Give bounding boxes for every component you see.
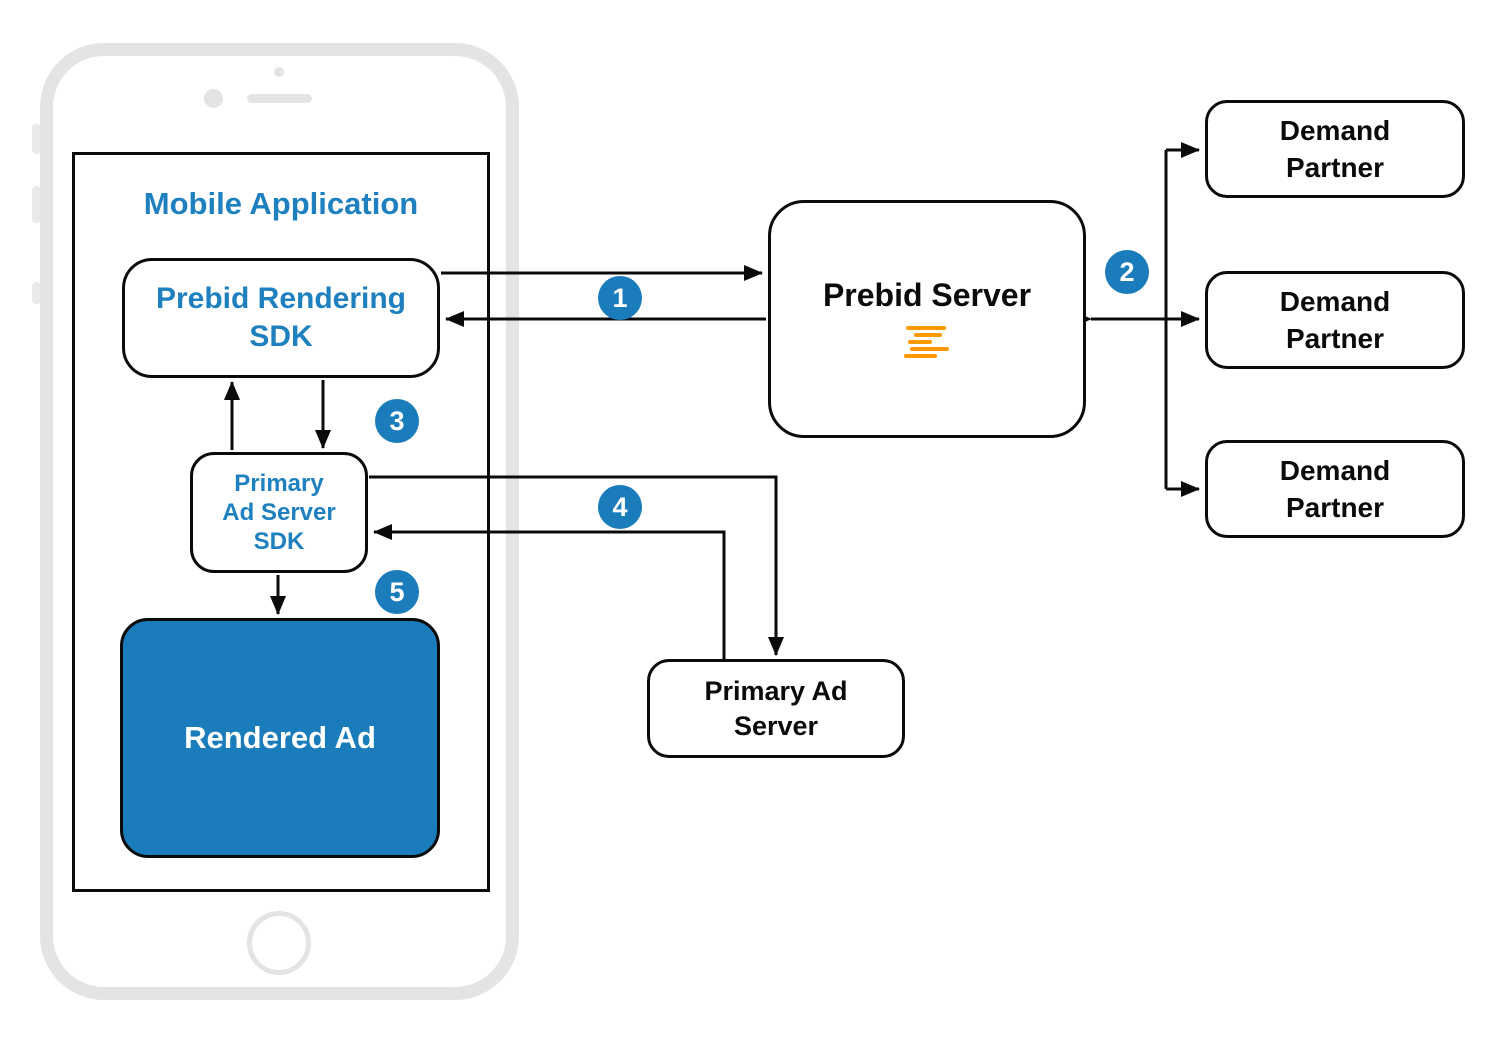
phone-volume-up-button — [32, 186, 41, 223]
phone-home-button — [247, 911, 311, 975]
step-badge-2: 2 — [1105, 250, 1149, 294]
node-primary-ad-server: Primary Ad Server — [647, 659, 905, 758]
node-rendered-ad: Rendered Ad — [120, 618, 440, 858]
node-demand-partner-1: Demand Partner — [1205, 100, 1465, 198]
step-badge-4: 4 — [598, 485, 642, 529]
prebid-lines-logo-icon — [902, 324, 952, 362]
node-demand-partner-2: Demand Partner — [1205, 271, 1465, 369]
node-demand-partner-3: Demand Partner — [1205, 440, 1465, 538]
step-badge-5: 5 — [375, 570, 419, 614]
step-badge-1: 1 — [598, 276, 642, 320]
phone-sensor-dot-icon — [274, 67, 284, 77]
node-prebid-rendering-sdk: Prebid Rendering SDK — [122, 258, 440, 378]
node-prebid-server: Prebid Server — [768, 200, 1086, 438]
prebid-server-label: Prebid Server — [822, 276, 1032, 313]
node-primary-ad-server-sdk: Primary Ad Server SDK — [190, 452, 368, 573]
phone-speaker-icon — [247, 94, 312, 103]
phone-mute-switch — [32, 124, 41, 154]
mobile-application-title: Mobile Application — [143, 186, 419, 221]
step-badge-3: 3 — [375, 399, 419, 443]
phone-volume-down-button — [32, 282, 41, 304]
phone-camera-icon — [204, 89, 223, 108]
